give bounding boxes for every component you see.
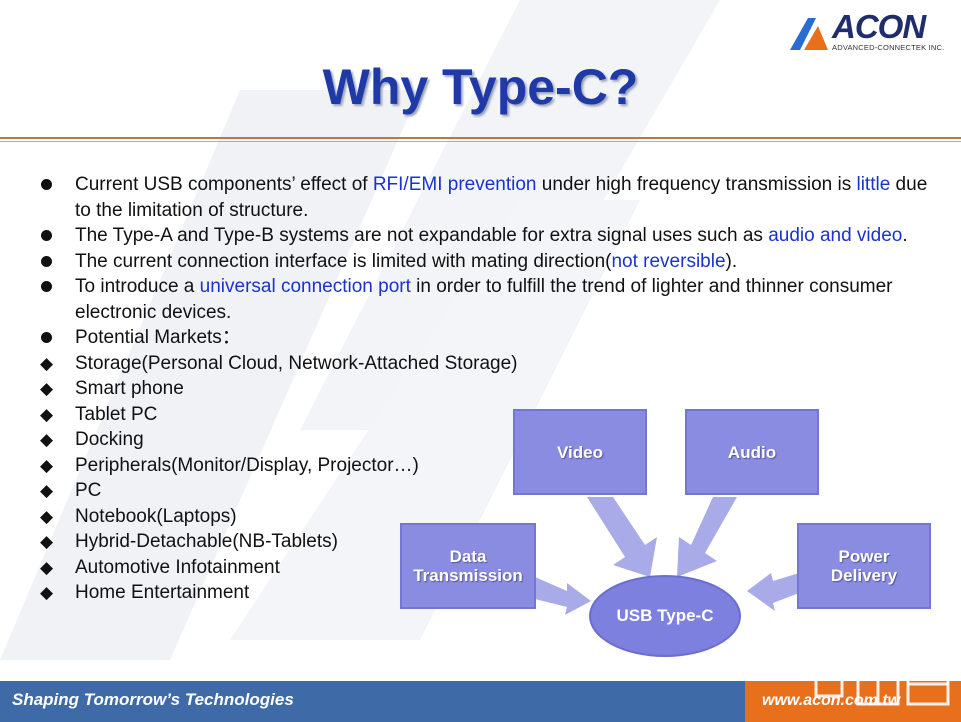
highlighted-text: audio and video: [768, 225, 903, 246]
bullet-text: Smart phone: [75, 378, 184, 399]
bullet-text: Current USB components’ effect of: [75, 174, 373, 195]
highlighted-text: little: [856, 174, 891, 195]
bullet-text: due to the limitation of structure.: [75, 174, 928, 221]
bullet-text: Home Entertainment: [75, 582, 250, 603]
bullet-text: under high frequency transmission is: [536, 174, 857, 195]
bullet-diamond-icon: ◆: [40, 379, 54, 398]
usb-type-c-oval: USB Type-C: [589, 575, 741, 657]
bullet-text: Peripherals(Monitor/Display, Projector…): [75, 454, 419, 476]
arrow-video-icon: [587, 497, 657, 577]
power-delivery-box: Power Delivery: [797, 523, 931, 609]
bullet-dot-icon: [41, 179, 52, 190]
type-c-diagram: Video Audio Data Transmission Power Deli…: [395, 405, 940, 665]
bullet-item: The Type-A and Type-B systems are not ex…: [40, 223, 930, 249]
bullet-item: ◆ Peripherals(Monitor/Display, Projector……: [40, 453, 930, 479]
highlighted-text: not reversible: [611, 250, 726, 272]
bullet-item: Potential Markets：: [40, 325, 930, 351]
bullet-item: ◆ Home Entertainment: [40, 580, 930, 606]
highlighted-text: RFI/EMI prevention: [372, 174, 537, 195]
arrow-power-icon: [747, 573, 799, 611]
bullet-diamond-icon: ◆: [40, 353, 54, 373]
title-divider: [0, 137, 961, 139]
bullet-item: ◆ Automotive Infotainment: [40, 555, 930, 581]
bullet-text: ).: [725, 250, 738, 272]
bullet-item: ◆ Storage(Personal Cloud, Network-Attache…: [40, 351, 930, 377]
bullet-text: To introduce a: [75, 276, 200, 297]
data-transmission-box: Data Transmission: [400, 523, 536, 609]
bullet-dot-icon: [41, 332, 52, 343]
bullet-text: The Type-A and Type-B systems are not ex…: [75, 225, 769, 246]
footer-accent: [745, 681, 961, 722]
highlighted-text: universal connection port: [199, 276, 411, 297]
bullet-text: Storage(Personal Cloud, Network-Attached…: [75, 352, 518, 374]
bullet-item: The current connection interface is limi…: [40, 249, 930, 275]
bullet-list: Current USB components’ effect of RFI/EM…: [40, 172, 930, 606]
footer-tagline: Shaping Tomorrow’s Technologies: [12, 690, 294, 709]
bullet-text: Automotive Infotainment: [75, 556, 280, 578]
bullet-dot-icon: [41, 281, 52, 292]
logo-subtitle: ADVANCED-CONNECTEK INC.: [832, 43, 945, 52]
title-divider-secondary: [0, 141, 961, 142]
bullet-item: ◆ Tablet PC: [40, 402, 930, 428]
video-box: Video: [513, 409, 647, 495]
bullet-item: ◆ PC: [40, 478, 930, 504]
slide-title: Why Type-C?: [322, 59, 639, 115]
bullet-text: Docking: [75, 429, 144, 450]
bullet-text: Potential Markets：: [75, 327, 241, 348]
bullet-text: in order to fulfill the trend of lighter…: [75, 276, 893, 323]
bullet-diamond-icon: ◆: [40, 583, 54, 602]
bullet-diamond-icon: ◆: [40, 455, 54, 475]
acon-logo-icon: [790, 18, 828, 50]
bullet-diamond-icon: ◆: [40, 430, 54, 449]
bullet-text: Hybrid-Detachable(NB-Tablets): [75, 531, 338, 552]
bullet-diamond-icon: ◆: [40, 404, 54, 424]
bullet-diamond-icon: ◆: [40, 481, 54, 500]
site-watermark-icon: [810, 662, 950, 706]
bullet-text: PC: [75, 480, 102, 501]
arrow-audio-icon: [677, 497, 737, 577]
bullet-diamond-icon: ◆: [40, 557, 54, 577]
bullet-diamond-icon: ◆: [40, 506, 54, 526]
bullet-item: ◆ Docking: [40, 427, 930, 453]
bullet-item: ◆ Notebook(Laptops): [40, 504, 930, 530]
bullet-text: .: [902, 225, 908, 246]
bullet-diamond-icon: ◆: [40, 532, 54, 551]
footer-bar: [0, 681, 745, 722]
bullet-item: To introduce a universal connection port…: [40, 274, 930, 325]
bullet-text: Notebook(Laptops): [75, 505, 237, 527]
bullet-text: Tablet PC: [75, 403, 158, 425]
logo-text: ACON: [832, 8, 926, 45]
diagram-arrows: [535, 497, 799, 615]
bullet-item: ◆ Hybrid-Detachable(NB-Tablets): [40, 529, 930, 555]
arrow-data-icon: [535, 577, 591, 615]
bullet-dot-icon: [41, 230, 52, 241]
bullet-item: ◆ Smart phone: [40, 376, 930, 402]
audio-box: Audio: [685, 409, 819, 495]
bullet-item: Current USB components’ effect of RFI/EM…: [40, 172, 930, 223]
bullet-text: The current connection interface is limi…: [75, 250, 612, 272]
bullet-dot-icon: [41, 255, 52, 267]
